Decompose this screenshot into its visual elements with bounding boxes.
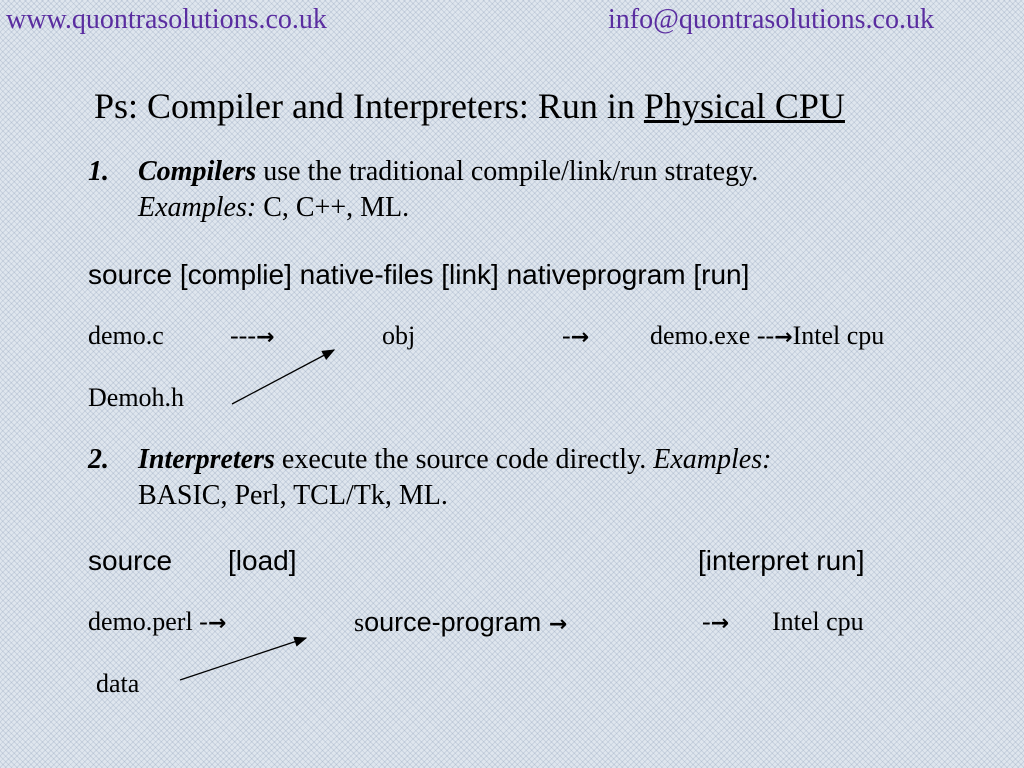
demo-exe-text: demo.exe -- (650, 321, 775, 350)
demo-exe-label: demo.exe --→Intel cpu (650, 320, 884, 354)
interpret-run-label: [interpret run] (698, 545, 865, 576)
demoh-label: Demoh.h (88, 383, 185, 412)
item-number: 2. (88, 444, 109, 475)
source-program-initial: s (354, 608, 365, 637)
interpreters-item: 2. Interpreters execute the source code … (88, 442, 968, 514)
demo-perl-label: demo.perl -→ (88, 606, 226, 640)
source-program-label: source-program → (354, 606, 567, 641)
demo-c-label: demo.c (88, 321, 164, 350)
right-arrow-icon: → (207, 611, 227, 636)
demoh-connector-arrow (231, 349, 336, 405)
demo-perl-text: demo.perl - (88, 607, 208, 636)
interpreters-term: Interpreters (138, 444, 275, 475)
intel-cpu-label: Intel cpu (792, 321, 885, 350)
data-label: data (96, 669, 140, 698)
link-arrow: -→ (562, 320, 589, 354)
right-arrow-icon: → (774, 325, 793, 350)
interpret-load-label: [load] (228, 545, 297, 576)
arrow-dash: - (702, 607, 711, 636)
right-arrow-icon: → (570, 325, 590, 350)
website-link[interactable]: www.quontrasolutions.co.uk (6, 4, 327, 35)
run-arrow: -→ (702, 606, 729, 640)
email-link[interactable]: info@quontrasolutions.co.uk (608, 4, 934, 35)
arrow-dashes: --- (230, 321, 256, 350)
interpreters-description: execute the source code directly. (274, 444, 654, 475)
compilers-description: use the traditional compile/link/run str… (256, 156, 759, 187)
compile-arrow: ---→ (230, 320, 274, 354)
obj-label: obj (382, 321, 416, 350)
right-arrow-icon: → (710, 611, 730, 636)
source-program-text: ource-program (364, 607, 549, 637)
right-arrow-icon: → (548, 612, 568, 637)
examples-label: Examples: (653, 444, 772, 475)
title-prefix: Ps: Compiler and Interpreters: Run in (94, 86, 644, 126)
arrow-dash: - (562, 321, 571, 350)
item-number: 1. (88, 156, 109, 187)
title-underlined: Physical CPU (643, 86, 845, 126)
examples-label: Examples: (138, 192, 257, 223)
compilers-item: 1. Compilers use the traditional compile… (88, 154, 948, 226)
data-connector-arrow (179, 636, 308, 681)
intel-cpu-label: Intel cpu (772, 607, 864, 636)
compilers-examples: C, C++, ML. (256, 192, 410, 223)
right-arrow-icon: → (255, 325, 275, 350)
compile-flow-header: source [complie] native-files [link] nat… (88, 259, 750, 290)
interpreters-examples: BASIC, Perl, TCL/Tk, ML. (138, 480, 448, 511)
slide-title: Ps: Compiler and Interpreters: Run in Ph… (94, 84, 845, 128)
compilers-term: Compilers (138, 156, 257, 187)
interpret-source-label: source (88, 545, 173, 576)
